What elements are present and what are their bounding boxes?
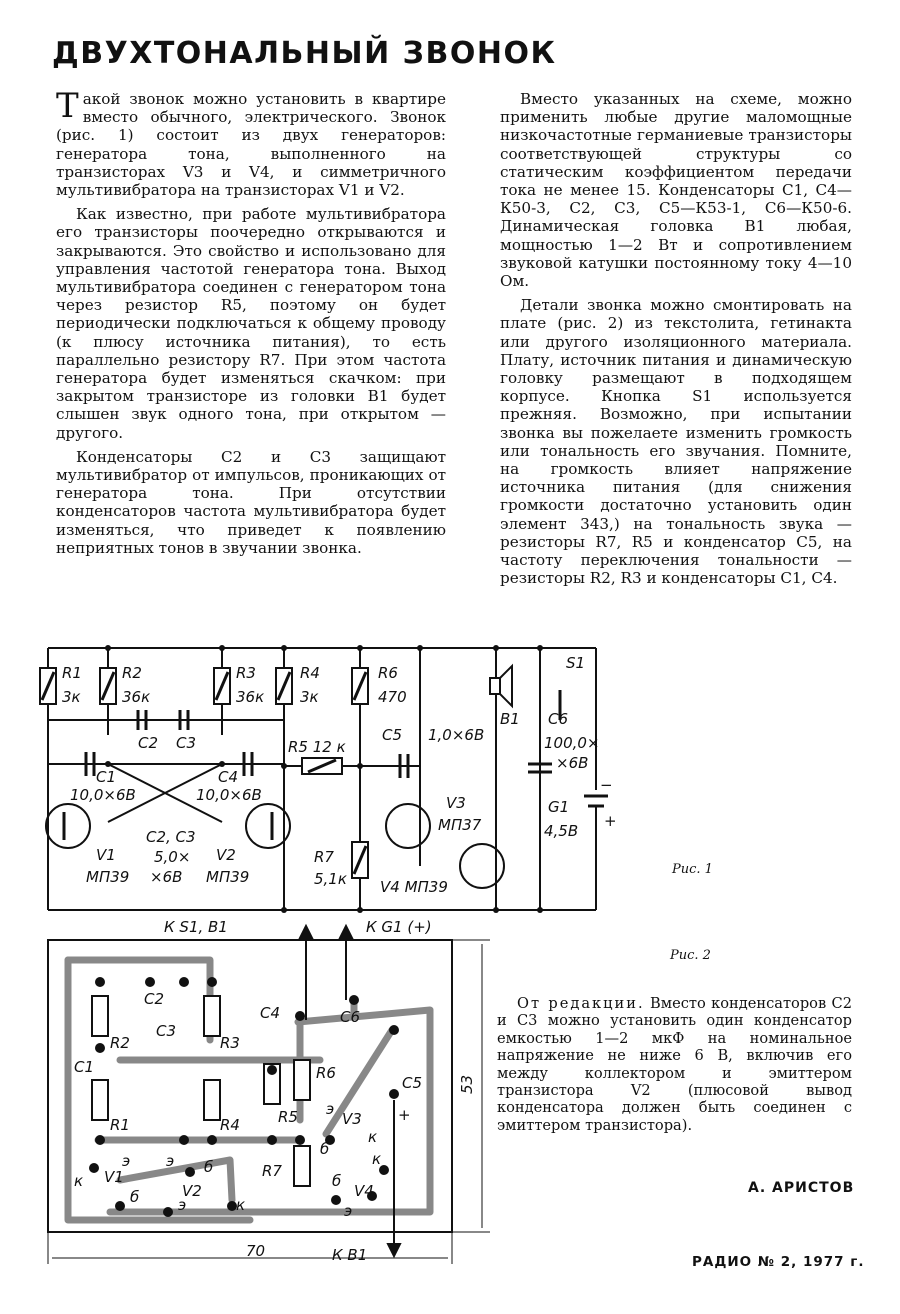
editor-note: От редакции. Вместо конденсаторов C2 и C…: [497, 995, 852, 1134]
label-v1-type: МП39: [86, 868, 129, 886]
label-v2-type: МП39: [206, 868, 249, 886]
board-r4: R4: [220, 1116, 240, 1134]
board-v2: V2: [182, 1182, 202, 1200]
label-to-b1: К B1: [332, 1246, 367, 1264]
dimension-width: 70: [246, 1242, 265, 1260]
board-v3: V3: [342, 1110, 362, 1128]
label-c5: C5: [382, 726, 402, 744]
label-to-g1: К G1 (+): [366, 918, 432, 936]
label-v3: V3: [446, 794, 466, 812]
pin-label: э: [122, 1152, 130, 1170]
label-r4-value: 3к: [300, 688, 319, 706]
dimension-height: 53: [458, 1075, 476, 1094]
label-c6-value2: ×6В: [556, 754, 588, 772]
pin-label: э: [166, 1152, 174, 1170]
pin-label: б: [204, 1158, 213, 1176]
pin-label: э: [326, 1100, 334, 1118]
label-c2c3-value1: 5,0×: [154, 848, 190, 866]
label-b1: B1: [500, 710, 520, 728]
figure2-caption: Рис. 2: [670, 948, 711, 963]
label-v3-type: МП37: [438, 816, 482, 834]
label-c3: C3: [176, 734, 196, 752]
board-v1: V1: [104, 1168, 124, 1186]
paragraph: Как известно, при работе мультивибратора…: [56, 205, 446, 442]
pin-label: б: [332, 1172, 341, 1190]
label-c6: C6: [548, 710, 568, 728]
label-c4: C4: [218, 768, 238, 786]
board-r1: R1: [110, 1116, 130, 1134]
pin-label: э: [344, 1202, 352, 1220]
board-c4: C4: [260, 1004, 280, 1022]
label-v4: V4 МП39: [380, 878, 448, 896]
label-c2c3-value2: ×6В: [150, 868, 182, 886]
label-g1: G1: [548, 798, 569, 816]
label-r3: R3: [236, 664, 256, 682]
board-r2: R2: [110, 1034, 130, 1052]
label-r1: R1: [62, 664, 82, 682]
label-r2: R2: [122, 664, 142, 682]
pin-label: к: [368, 1128, 377, 1146]
pin-label: э: [178, 1196, 186, 1214]
label-c6-value1: 100,0×: [544, 734, 600, 752]
author: А. АРИСТОВ: [748, 1180, 855, 1196]
editor-note-heading: От редакции.: [517, 995, 645, 1012]
pin-label: б: [130, 1188, 139, 1206]
label-r5: R5 12 к: [288, 738, 346, 756]
paragraph: Детали звонка можно смонтировать на плат…: [500, 296, 852, 588]
label-c2: C2: [138, 734, 158, 752]
label-g1-value: 4,5В: [544, 822, 578, 840]
label-c2c3: C2, C3: [146, 828, 196, 846]
board-c3: C3: [156, 1022, 176, 1040]
label-plus: +: [604, 812, 617, 830]
board-c5: C5: [402, 1074, 422, 1092]
board-v4: V4: [354, 1182, 374, 1200]
label-r3-value: 36к: [236, 688, 264, 706]
label-to-s1-b1: К S1, B1: [164, 918, 228, 936]
paragraph: Конденсаторы C2 и C3 защищают мультивибр…: [56, 447, 446, 557]
label-r6: R6: [378, 664, 398, 682]
label-r2-value: 36к: [122, 688, 150, 706]
drop-cap: Т: [56, 86, 79, 126]
text-column-right: Вместо указанных на схеме, можно примени…: [500, 90, 852, 593]
board-r6: R6: [316, 1064, 336, 1082]
pin-label: к: [236, 1196, 245, 1214]
label-r7-value: 5,1к: [314, 870, 347, 888]
label-r7: R7: [314, 848, 334, 866]
board-layout: [47, 923, 490, 1264]
board-r5: R5: [278, 1108, 298, 1126]
board-r7: R7: [262, 1162, 282, 1180]
label-r1-value: 3к: [62, 688, 81, 706]
label-v1: V1: [96, 846, 116, 864]
label-c5-value: 1,0×6В: [428, 726, 484, 744]
article-title: ДВУХТОНАЛЬНЫЙ ЗВОНОК: [52, 36, 557, 71]
board-plus: +: [398, 1106, 411, 1124]
board-c6: C6: [340, 1008, 360, 1026]
figure1-caption: Рис. 1: [672, 862, 713, 877]
label-c4-value: 10,0×6В: [196, 786, 262, 804]
label-minus: −: [600, 776, 613, 794]
editor-note-text: Вместо конденсаторов C2 и C3 можно устан…: [497, 995, 852, 1134]
label-s1: S1: [566, 654, 585, 672]
label-v2: V2: [216, 846, 236, 864]
board-c2: C2: [144, 990, 164, 1008]
label-c1-value: 10,0×6В: [70, 786, 136, 804]
label-c1: C1: [96, 768, 116, 786]
label-r6-value: 470: [378, 688, 407, 706]
issue-footer: РАДИО № 2, 1977 г.: [692, 1254, 865, 1270]
board-c1: C1: [74, 1058, 94, 1076]
label-r4: R4: [300, 664, 320, 682]
pin-label: б: [320, 1140, 329, 1158]
board-r3: R3: [220, 1034, 240, 1052]
paragraph: Вместо указанных на схеме, можно примени…: [500, 90, 852, 291]
pin-label: к: [372, 1150, 381, 1168]
pin-label: к: [74, 1172, 83, 1190]
